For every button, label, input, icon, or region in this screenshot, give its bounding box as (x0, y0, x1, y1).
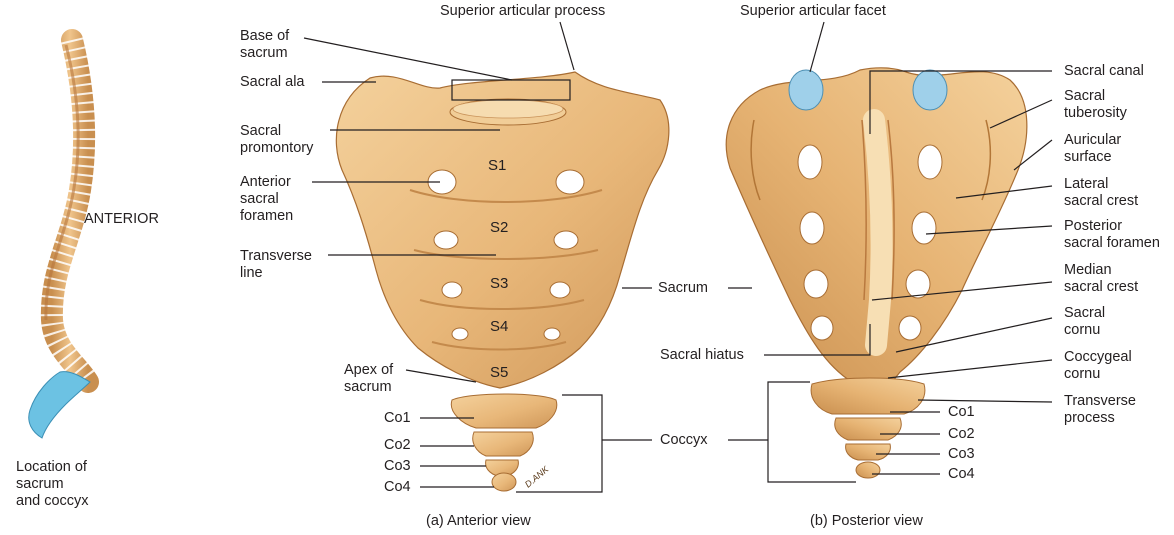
label-posterior-co1: Co1 (948, 404, 975, 420)
label-posterior-co4: Co4 (948, 466, 975, 482)
label-anterior-sacral-foramen: Anterior sacral foramen (240, 174, 294, 224)
label-sacrum: Sacrum (658, 280, 708, 296)
label-anterior-co2: Co2 (384, 437, 411, 453)
caption-anterior-view: (a) Anterior view (426, 513, 531, 529)
artist-signature: D.ANK (523, 464, 551, 490)
label-posterior-co3: Co3 (948, 446, 975, 462)
label-sacral-cornu: Sacral cornu (1064, 305, 1106, 338)
label-anterior-co3: Co3 (384, 458, 411, 474)
s1-label: S1 (488, 157, 506, 174)
label-apex-of-sacrum: Apex of sacrum (344, 362, 394, 395)
highlighted-sacrum-coccyx (28, 371, 91, 439)
label-base-of-sacrum: Base of sacrum (240, 28, 290, 61)
label-transverse-line: Transverse line (240, 248, 312, 281)
label-coccyx: Coccyx (660, 432, 708, 448)
label-transverse-process: Transverse process (1064, 393, 1136, 426)
s5-label: S5 (490, 364, 508, 381)
label-anterior-co4: Co4 (384, 479, 411, 495)
anterior-sacrum-illustration (335, 71, 670, 492)
posterior-sacrum-illustration (725, 67, 1028, 479)
label-anterior-co1: Co1 (384, 410, 411, 426)
label-median-sacral-crest: Median sacral crest (1064, 262, 1139, 295)
s2-label: S2 (490, 219, 508, 236)
label-sacral-promontory: Sacral promontory (240, 123, 314, 156)
s4-label: S4 (490, 318, 508, 335)
label-auricular-surface: Auricular surface (1064, 132, 1122, 165)
label-posterior-co2: Co2 (948, 426, 975, 442)
label-superior-articular-facet: Superior articular facet (740, 3, 886, 19)
vertebra-labels: S1 S2 S3 S4 S5 (488, 157, 508, 381)
leader-lines (303, 21, 1053, 493)
label-superior-articular-process: Superior articular process (440, 3, 606, 19)
s3-label: S3 (490, 275, 508, 292)
anterior-direction-label: ANTERIOR (84, 211, 159, 227)
spine-caption: Location of sacrum and coccyx (16, 459, 89, 509)
label-sacral-ala: Sacral ala (240, 74, 305, 90)
vertebral-column-illustration (28, 29, 99, 439)
caption-posterior-view: (b) Posterior view (810, 513, 923, 529)
label-sacral-hiatus: Sacral hiatus (660, 347, 744, 363)
label-lateral-sacral-crest: Lateral sacral crest (1064, 176, 1139, 209)
label-sacral-canal: Sacral canal (1064, 63, 1144, 79)
label-coccygeal-cornu: Coccygeal cornu (1064, 349, 1132, 382)
label-sacral-tuberosity: Sacral tuberosity (1064, 88, 1127, 121)
label-posterior-sacral-foramen: Posterior sacral foramen (1064, 218, 1160, 251)
